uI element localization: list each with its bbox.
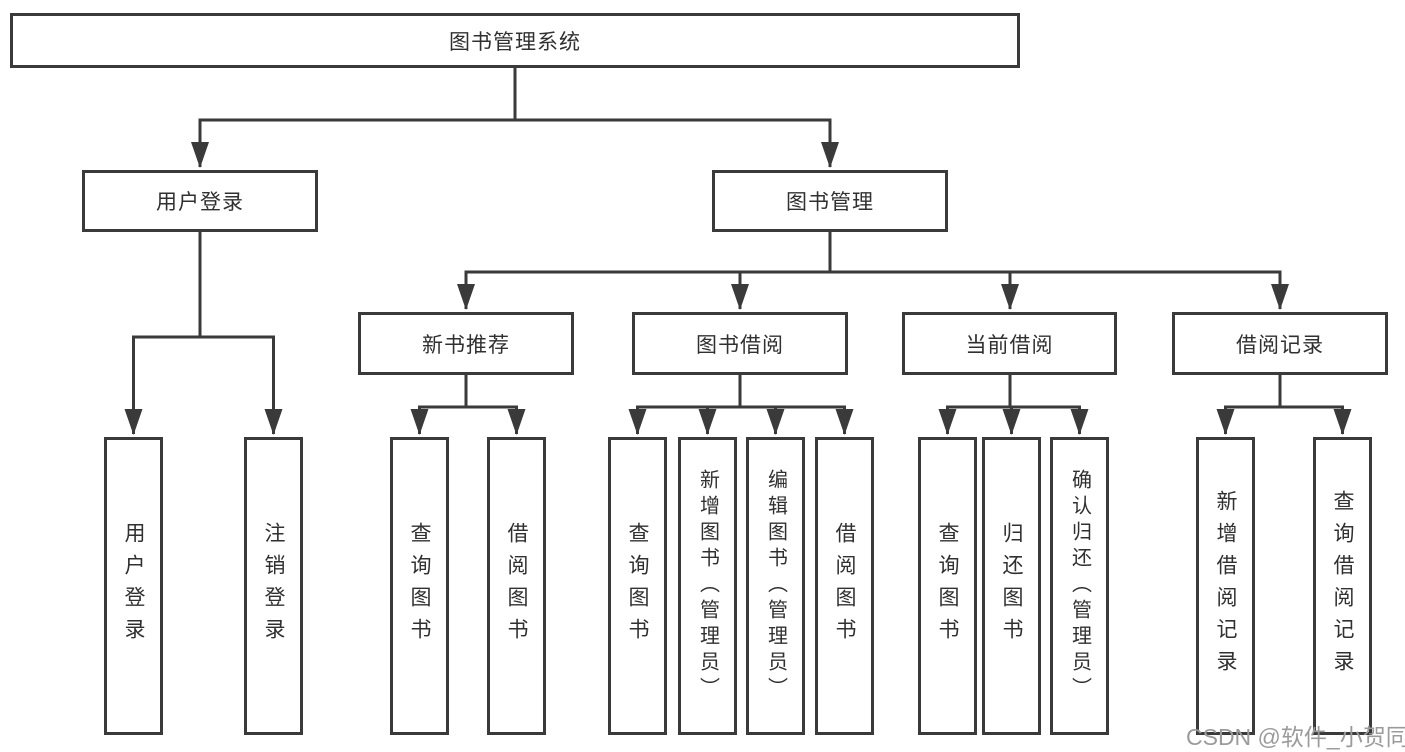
leaf-confirm-return-admin: 确认归还（管理员） [1050,437,1109,735]
leaf-borrow-book: 借阅图书 [815,437,874,735]
node-new-book-recommend: 新书推荐 [358,312,574,375]
leaf-query-book-current-label: 查询图书 [936,522,959,650]
leaf-add-borrow-record-label: 新增借阅记录 [1214,490,1237,682]
leaf-return-book-label: 归还图书 [1000,522,1023,650]
node-borrow-records: 借阅记录 [1172,312,1388,375]
node-user-login: 用户登录 [82,170,318,232]
node-book-management: 图书管理 [712,170,948,232]
leaf-edit-book-admin-label: 编辑图书（管理员） [764,469,787,703]
leaf-logout: 注销登录 [244,437,303,735]
leaf-borrow-book-label: 借阅图书 [833,522,856,650]
leaf-query-book-current: 查询图书 [918,437,977,735]
leaf-return-book: 归还图书 [982,437,1041,735]
leaf-edit-book-admin: 编辑图书（管理员） [746,437,805,735]
leaf-query-book-recommend: 查询图书 [390,437,449,735]
leaf-user-login-label: 用户登录 [122,522,145,650]
leaf-add-book-admin-label: 新增图书（管理员） [696,469,719,703]
leaf-borrow-book-recommend-label: 借阅图书 [505,522,528,650]
leaf-add-book-admin: 新增图书（管理员） [678,437,737,735]
leaf-user-login: 用户登录 [104,437,163,735]
leaf-query-book-borrow-label: 查询图书 [626,522,649,650]
leaf-query-borrow-record: 查询借阅记录 [1313,437,1372,735]
csdn-watermark: CSDN @软件_小贺同学 [1186,724,1405,750]
leaf-confirm-return-admin-label: 确认归还（管理员） [1068,469,1091,703]
node-book-borrow: 图书借阅 [632,312,848,375]
node-root: 图书管理系统 [10,13,1020,68]
leaf-query-book-recommend-label: 查询图书 [408,522,431,650]
leaf-query-borrow-record-label: 查询借阅记录 [1331,490,1354,682]
leaf-query-book-borrow: 查询图书 [608,437,667,735]
leaf-logout-label: 注销登录 [262,522,285,650]
leaf-borrow-book-recommend: 借阅图书 [487,437,546,735]
node-current-borrow: 当前借阅 [902,312,1117,375]
leaf-add-borrow-record: 新增借阅记录 [1196,437,1255,735]
